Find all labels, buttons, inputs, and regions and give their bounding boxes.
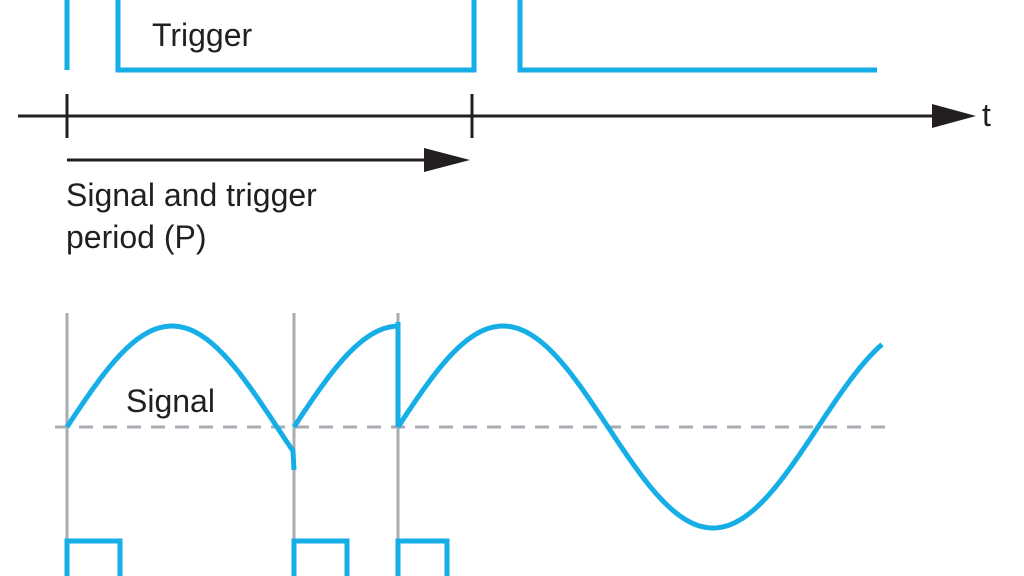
trigger-label: Trigger: [152, 17, 253, 53]
trigger-pulse-3: [517, 0, 877, 73]
time-axis-label: t: [982, 97, 991, 133]
period-arrow-head: [424, 148, 470, 172]
signal-segment-1: [64, 323, 297, 471]
signal-waveform: [64, 322, 884, 531]
trigger-waveform: [64, 0, 877, 73]
signal-label: Signal: [126, 383, 215, 419]
period-label-line-1: Signal and trigger: [66, 177, 317, 213]
period-label-line-2: period (P): [66, 219, 207, 255]
bottom-trigger-pulses: [64, 538, 450, 576]
signal-segment-2: [291, 322, 401, 429]
signal-segment-3: [395, 323, 884, 531]
period-arrow: [67, 148, 470, 172]
trigger-pulse-2: [115, 0, 477, 73]
bottom-trigger-pulse-1: [64, 538, 123, 576]
bottom-trigger-pulse-3: [395, 538, 450, 576]
time-axis-arrowhead: [932, 104, 976, 128]
bottom-trigger-pulse-2: [291, 538, 350, 576]
time-axis: [18, 94, 976, 138]
